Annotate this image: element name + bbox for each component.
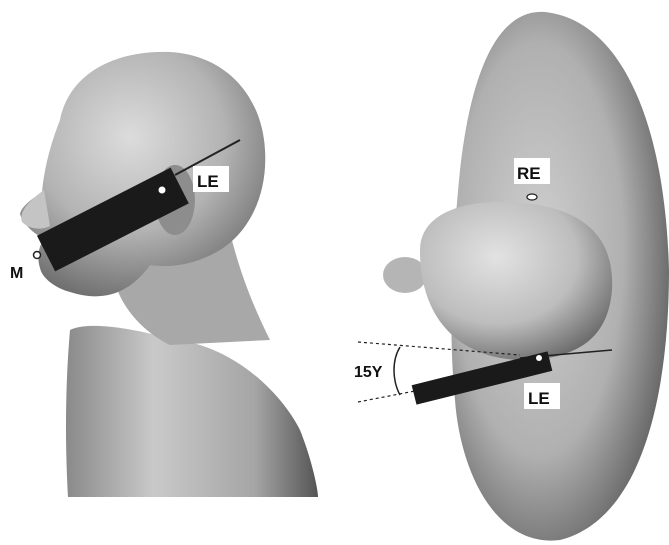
top-nose [383,257,427,293]
top-device-dot [536,355,542,361]
top-right-ear-marker [527,194,537,200]
top-view: RE LE 15Y [354,12,669,541]
side-m-label: M [10,265,23,282]
top-head [420,202,612,360]
angle-arc [394,347,400,395]
side-torso [66,326,318,497]
top-tilt-line [358,390,420,402]
side-le-label: LE [197,172,219,191]
side-mouth-marker [34,252,41,259]
angle-label: 15Y [354,364,383,381]
side-view: LE M [10,52,318,497]
top-le-label: LE [528,389,550,408]
side-ear-mic-dot [159,187,166,194]
top-re-label: RE [517,164,541,183]
